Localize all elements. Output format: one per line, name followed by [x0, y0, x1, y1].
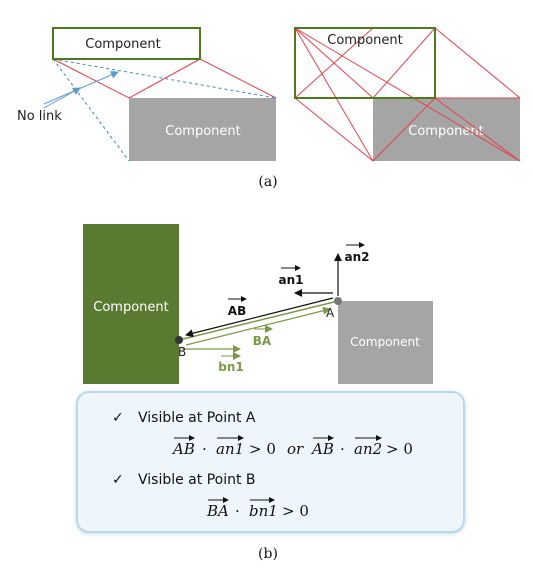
- ab-vector-arrow: [185, 297, 334, 338]
- right-component-label: Component: [350, 335, 420, 349]
- red-link-line: [434, 27, 521, 99]
- red-link-line: [434, 97, 521, 162]
- formula-a-dot: ·: [202, 440, 207, 458]
- ab-label-group: AB: [228, 296, 247, 318]
- formula-a-v1: AB: [171, 440, 195, 458]
- no-link-label: No link: [17, 109, 62, 124]
- right-component-box: [338, 301, 433, 384]
- top-component-label: Component: [85, 37, 160, 52]
- ab-vector-label: AB: [228, 304, 246, 318]
- visibility-conditions-panel: ✓ Visible at Point A AB · an1 > 0 or AB …: [76, 391, 465, 533]
- formula-a-v3: AB: [310, 440, 334, 458]
- formula-a-or: or: [287, 440, 304, 458]
- visible-at-a-label: Visible at Point A: [138, 410, 256, 426]
- formula-a: AB · an1 > 0 or AB · an2 > 0: [171, 435, 413, 458]
- bn1-vector-label: bn1: [218, 360, 243, 374]
- ba-label-group: BA: [253, 325, 273, 348]
- an2-vector-label: an2: [345, 250, 370, 264]
- no-link-arrow: [43, 87, 81, 109]
- no-link-arrow: [43, 71, 119, 105]
- formula-b-v2: bn1: [249, 502, 278, 520]
- ab-link-line: [178, 300, 339, 341]
- top-component-box: [52, 27, 201, 60]
- ba-vector-arrow: [185, 306, 331, 346]
- bottom-component-label: Component: [165, 124, 240, 139]
- filled-component-box: [373, 98, 520, 161]
- red-link-line: [294, 27, 521, 162]
- formula-a-v2: an1: [216, 440, 244, 458]
- an1-label-group: an1: [279, 265, 304, 287]
- visible-at-b-label: Visible at Point B: [138, 472, 256, 488]
- formula-b-dot: ·: [235, 502, 240, 520]
- filled-component-label: Component: [408, 124, 483, 139]
- formula-b: BA · bn1 > 0: [206, 497, 309, 520]
- outline-component-label: Component: [327, 33, 402, 48]
- red-link-line: [199, 58, 277, 99]
- formula-b-gt: > 0: [282, 502, 309, 520]
- dashed-no-link-line: [52, 58, 277, 99]
- point-b-label: B: [178, 345, 186, 359]
- red-link-line: [52, 58, 130, 99]
- check-icon: ✓: [112, 472, 124, 488]
- point-a-marker: [334, 297, 342, 305]
- check-icon: ✓: [112, 410, 124, 426]
- dashed-no-link-line: [52, 58, 130, 162]
- red-link-line: [294, 27, 374, 162]
- red-link-line: [294, 27, 374, 99]
- formula-a-dot2: ·: [340, 440, 345, 458]
- panel-b: Component Component B A AB BA: [76, 224, 465, 533]
- left-component-box: [83, 224, 179, 384]
- an1-vector-label: an1: [279, 273, 304, 287]
- bottom-component-box: [129, 98, 276, 161]
- formula-a-v4: an2: [354, 440, 382, 458]
- panel-a-caption: (a): [258, 174, 277, 190]
- ba-vector-label: BA: [253, 334, 272, 348]
- left-component-label: Component: [93, 300, 168, 315]
- outline-component-box: [294, 27, 436, 99]
- red-link-line: [128, 58, 201, 99]
- red-link-line: [372, 97, 436, 162]
- formula-a-gt2: > 0: [386, 440, 413, 458]
- conditions-panel-box: [76, 391, 465, 533]
- red-link-line: [294, 97, 374, 162]
- point-b-marker: [175, 336, 183, 344]
- panel-a-left: Component Component No link: [17, 27, 277, 162]
- panel-b-caption: (b): [258, 546, 278, 562]
- an2-label-group: an2: [345, 242, 370, 264]
- point-a-label: A: [326, 306, 335, 320]
- formula-a-gt: > 0: [249, 440, 276, 458]
- bn1-label-group: bn1: [218, 352, 244, 374]
- formula-b-v1: BA: [206, 502, 229, 520]
- red-link-line: [372, 27, 436, 99]
- panel-a-right: Component Component: [294, 27, 521, 162]
